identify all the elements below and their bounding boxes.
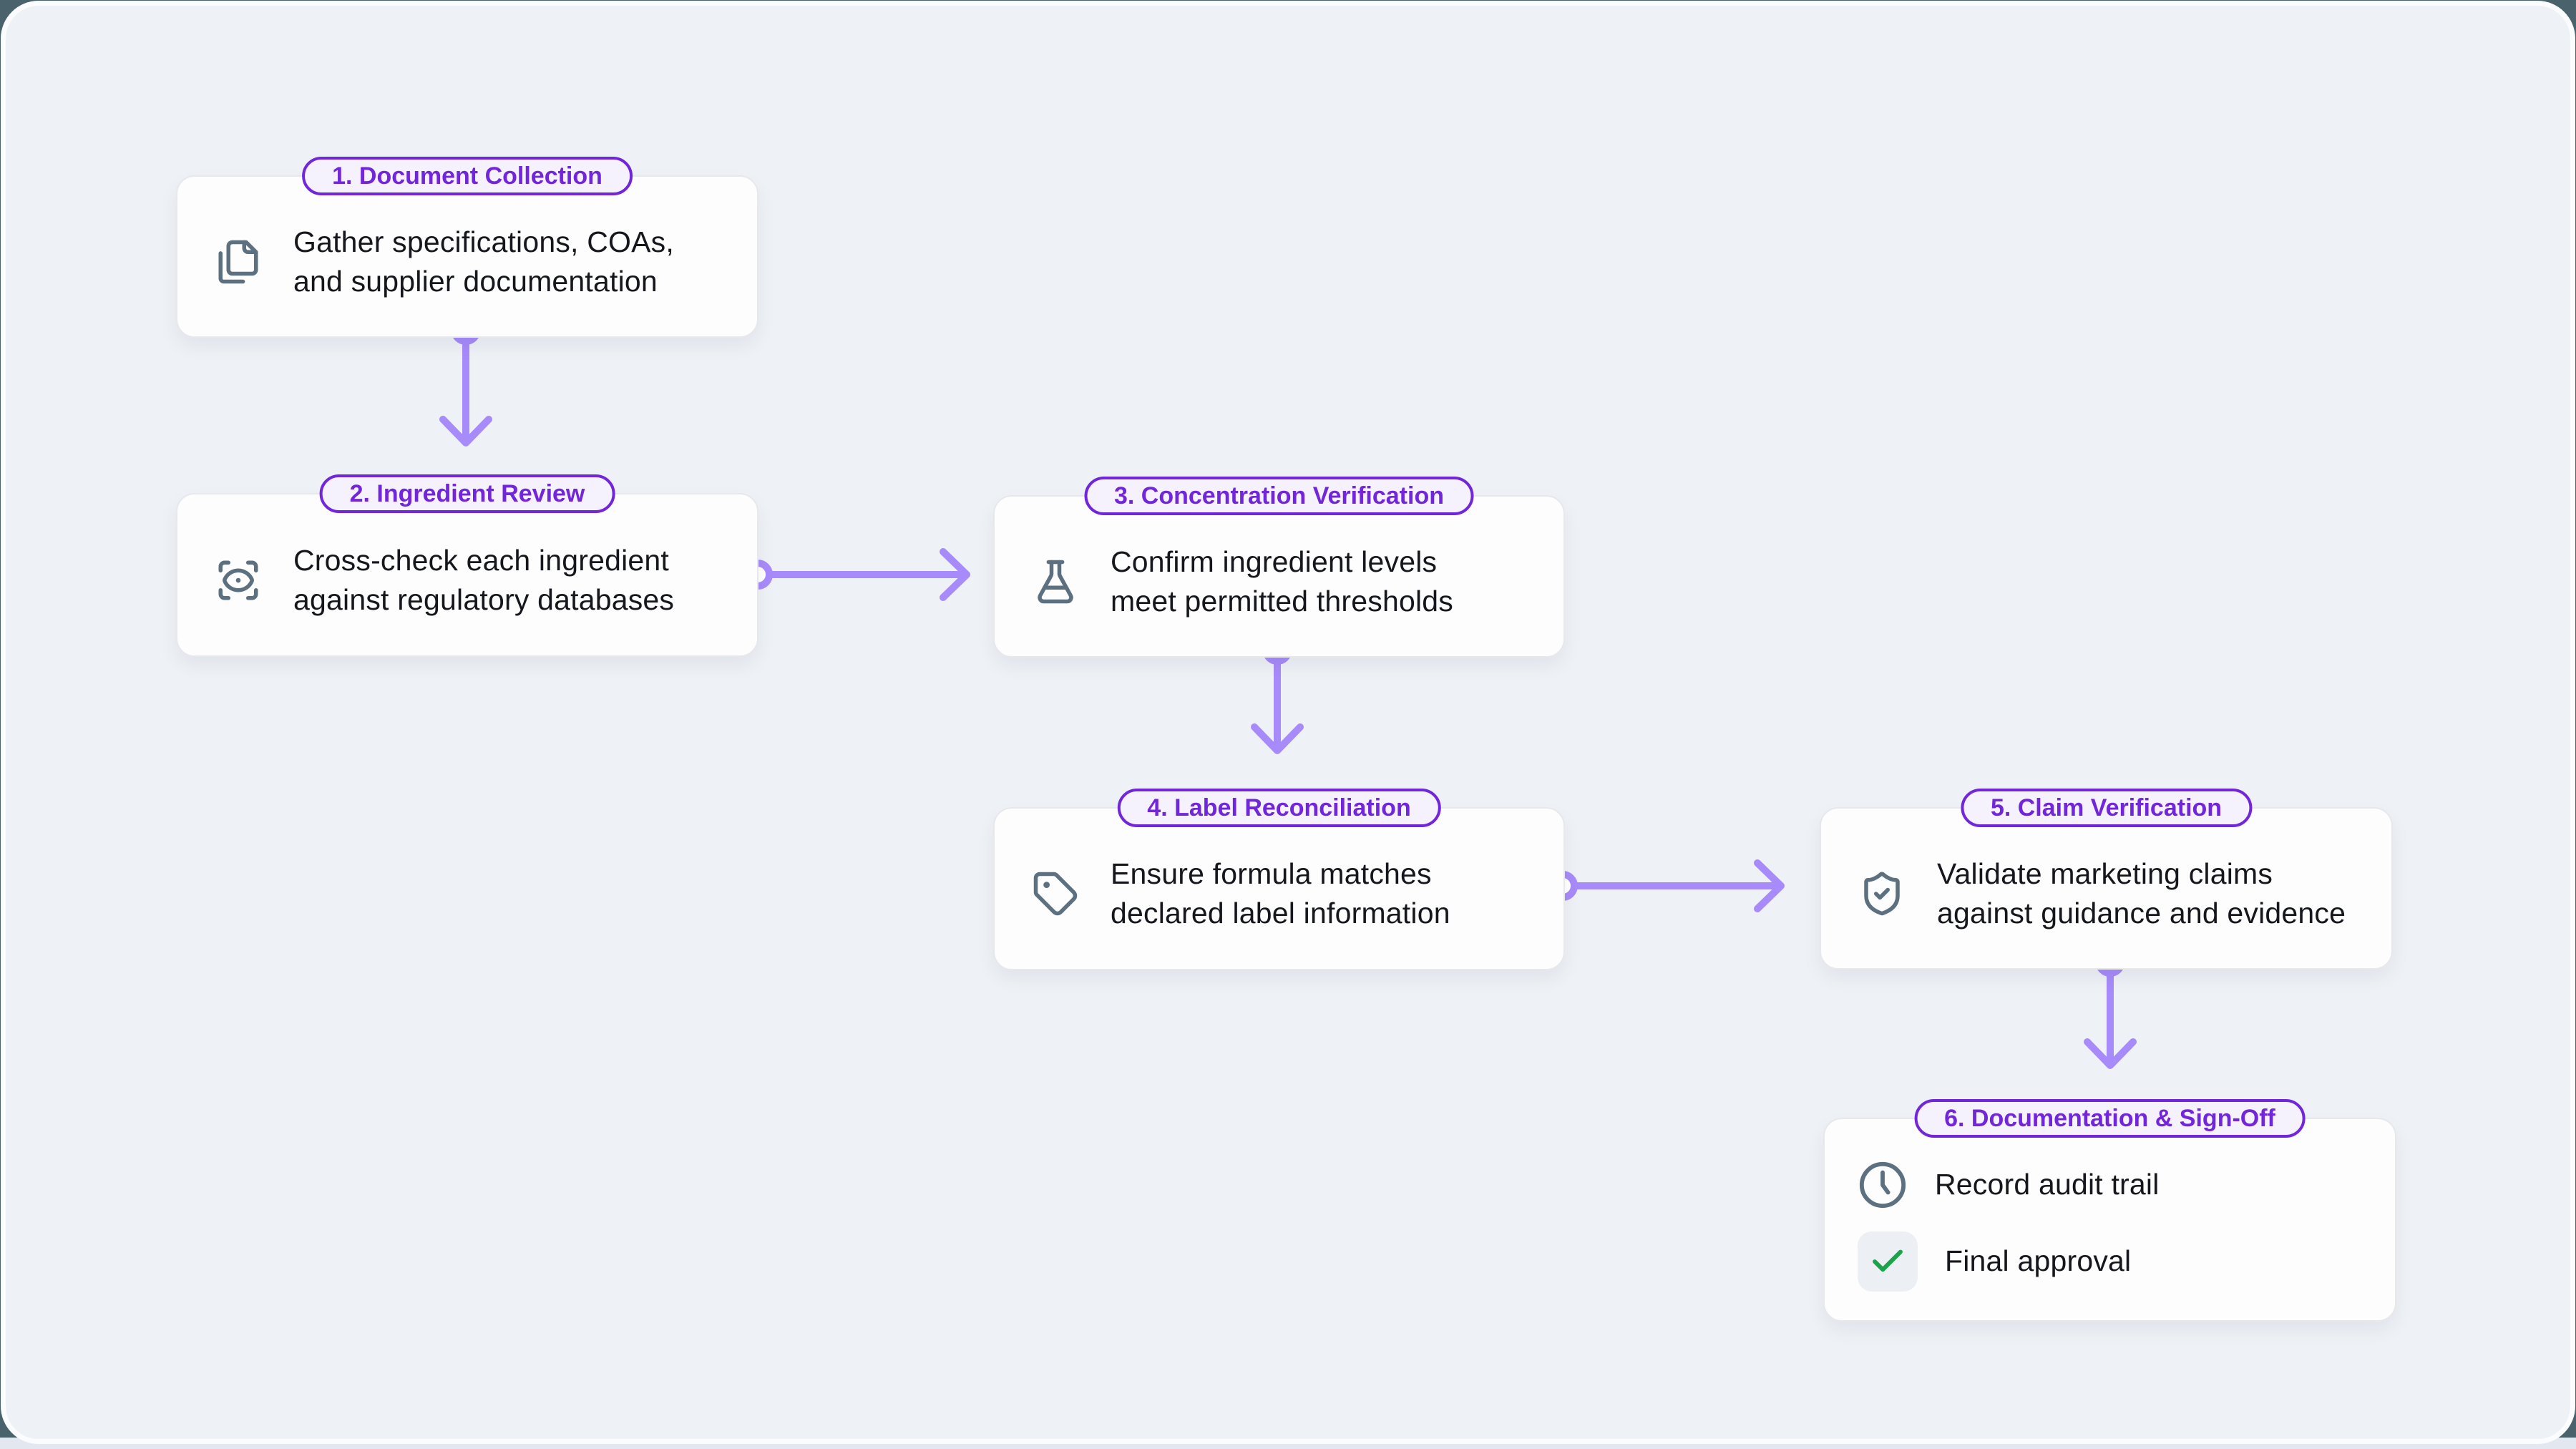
check-icon (1858, 1231, 1918, 1292)
window-bottom-edge (0, 1438, 2576, 1449)
checklist-item-audit-trail: Record audit trail (1858, 1160, 2373, 1210)
step-description: Ensure formula matches declared label in… (1111, 857, 1450, 930)
step-card-claim-verification: 5. Claim Verification Validate marketing… (1820, 789, 2393, 970)
step-card-concentration-verification: 3. Concentration Verification Confirm in… (993, 477, 1565, 658)
step-card-documentation-signoff: 6. Documentation & Sign-Off Record audit… (1823, 1099, 2396, 1322)
checklist-item-final-approval: Final approval (1858, 1231, 2373, 1292)
step-badge: 1. Document Collection (302, 157, 633, 195)
tag-icon (1032, 870, 1079, 917)
clock-icon (1858, 1160, 1908, 1210)
files-icon (215, 238, 262, 286)
step-badge: 5. Claim Verification (1960, 789, 2253, 827)
step-card-document-collection: 1. Document Collection Gather specificat… (176, 157, 758, 338)
scan-eye-icon (215, 557, 262, 604)
step-badge: 2. Ingredient Review (319, 474, 615, 513)
step-card-label-reconciliation: 4. Label Reconciliation Ensure formula m… (993, 789, 1565, 970)
step-description: Validate marketing claims against guidan… (1937, 857, 2346, 930)
flask-icon (1032, 558, 1079, 605)
shield-check-icon (1858, 870, 1906, 917)
step-description: Gather specifications, COAs, and supplie… (293, 225, 674, 298)
checklist-label: Final approval (1945, 1244, 2132, 1277)
step-badge: 3. Concentration Verification (1084, 477, 1474, 515)
checklist-label: Record audit trail (1935, 1168, 2160, 1201)
step-description: Cross-check each ingredient against regu… (293, 543, 675, 616)
step-badge: 6. Documentation & Sign-Off (1914, 1099, 2306, 1138)
step-badge: 4. Label Reconciliation (1117, 789, 1441, 827)
step-card-ingredient-review: 2. Ingredient Review Cross-check each in… (176, 474, 758, 657)
step-description: Confirm ingredient levels meet permitted… (1111, 545, 1454, 618)
